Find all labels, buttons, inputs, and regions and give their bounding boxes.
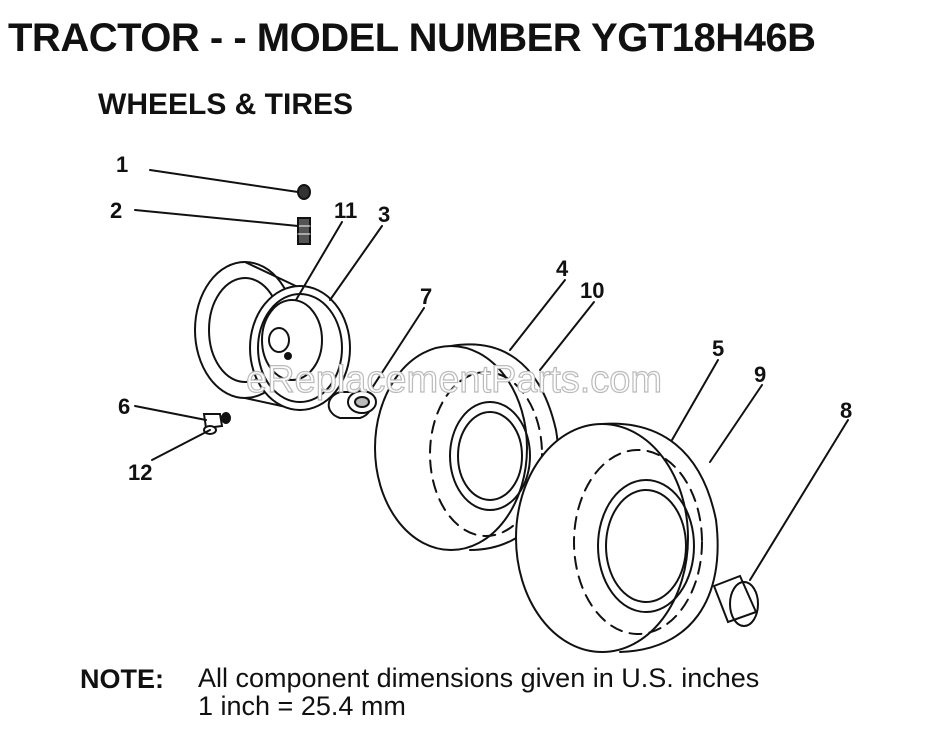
note-line-2: 1 inch = 25.4 mm <box>198 691 406 721</box>
callout-12: 12 <box>128 460 152 485</box>
section-title: WHEELS & TIRES <box>98 88 354 121</box>
callout-11: 11 <box>334 198 357 223</box>
note-label: NOTE: <box>80 664 164 694</box>
page-title: TRACTOR - - MODEL NUMBER YGT18H46B <box>8 16 816 60</box>
front-rim-part[interactable] <box>194 261 351 411</box>
front-tire-part[interactable] <box>374 343 560 551</box>
note-text: All component dimensions given in U.S. i… <box>198 664 759 720</box>
callout-6: 6 <box>118 394 130 419</box>
callout-8: 8 <box>840 398 852 423</box>
valve-stem-part[interactable] <box>297 217 311 245</box>
callout-2: 2 <box>110 198 122 223</box>
spacer-part[interactable] <box>327 390 377 419</box>
valve-cap-part[interactable] <box>297 184 311 200</box>
callout-7: 7 <box>420 284 432 309</box>
bushing-part[interactable] <box>712 574 759 627</box>
callout-10: 10 <box>580 278 604 303</box>
watermark: eReplacementParts.com <box>246 359 662 401</box>
callout-4: 4 <box>556 256 569 281</box>
rear-tire-part[interactable] <box>515 422 719 653</box>
callout-5: 5 <box>712 336 724 361</box>
callout-9: 9 <box>754 362 766 387</box>
callout-1: 1 <box>116 152 128 177</box>
callout-3: 3 <box>378 202 390 227</box>
note-line-1: All component dimensions given in U.S. i… <box>198 663 760 693</box>
